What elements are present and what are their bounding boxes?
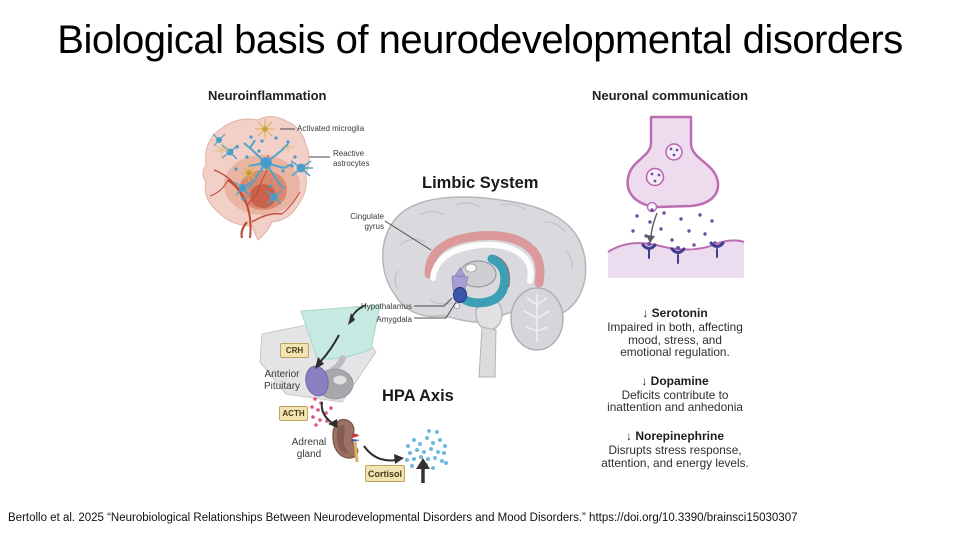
anterior-pituitary-label: Anterior Pituitary — [263, 369, 301, 392]
acth-dots — [310, 397, 333, 427]
anterior-pituitary-lobe — [305, 365, 329, 397]
hippocampus — [456, 254, 510, 308]
dopamine-block: ↓ Dopamine Deficits contribute to inatte… — [583, 373, 767, 415]
limbic-system-heading: Limbic System — [422, 174, 539, 192]
cingulate-gyrus-band — [424, 231, 545, 288]
adrenal-gland-illustration — [332, 418, 360, 463]
hpa-axis-heading: HPA Axis — [382, 387, 454, 405]
corpus-callosum — [430, 241, 534, 284]
hpa-flow-arrows — [315, 304, 404, 464]
synapse-illustration — [607, 115, 745, 278]
adrenal-gland-label: Adrenal gland — [291, 437, 327, 460]
acth-tag: ACTH — [279, 406, 308, 421]
mammillary-body — [453, 302, 461, 310]
brainstem — [478, 326, 497, 378]
synaptic-vesicles — [645, 143, 683, 187]
serotonin-heading: ↓ Serotonin — [642, 306, 708, 320]
reactive-astrocytes-label: Reactive astrocytes — [333, 149, 370, 168]
cerebellum-branches — [523, 294, 551, 342]
cortisol-tag: Cortisol — [365, 465, 405, 482]
pituitary-highlight — [333, 375, 347, 385]
amygdala-structure — [452, 286, 468, 304]
citation: Bertollo et al. 2025 “Neurobiological Re… — [8, 512, 798, 524]
postsynaptic-membrane — [608, 240, 744, 278]
receptors — [641, 241, 725, 264]
activated-microglia-cells — [215, 119, 294, 182]
cortisol-up-arrow — [416, 458, 430, 483]
cingulate-gyrus-label: Cingulate gyrus — [350, 212, 384, 231]
serotonin-description: Impaired in both, affecting mood, stress… — [607, 320, 743, 360]
crh-tag: CRH — [280, 343, 309, 358]
thalamus-highlight — [465, 263, 477, 273]
norepinephrine-description: Disrupts stress response, attention, and… — [601, 442, 749, 470]
norepinephrine-block: ↓ Norepinephrine Disrupts stress respons… — [583, 428, 767, 470]
serotonin-block: ↓ Serotonin Impaired in both, affecting … — [583, 307, 767, 359]
renal-artery — [352, 433, 359, 438]
dopamine-heading: ↓ Dopamine — [641, 373, 709, 388]
hpa-axis-illustration — [259, 304, 448, 483]
label-leader-lines — [280, 128, 457, 319]
hypothalamus-label: Hypothalamus — [360, 302, 412, 311]
presynaptic-terminal — [626, 115, 720, 209]
gyri-lines — [394, 202, 574, 305]
neuroinflammation-brain-illustration — [202, 116, 313, 241]
blood-vessels — [209, 154, 301, 239]
dopamine-description: Deficits contribute to inattention and a… — [607, 387, 743, 415]
release-arrow — [646, 212, 658, 243]
postsynaptic-membrane-edge — [607, 239, 745, 253]
activated-microglia-label: Activated microglia — [297, 124, 365, 133]
slide-title: Biological basis of neurodevelopmental d… — [57, 18, 903, 62]
neurotransmitter-list: ↓ Serotonin Impaired in both, affecting … — [583, 307, 767, 469]
neuroinflammation-heading: Neuroinflammation — [208, 88, 327, 103]
ureter — [353, 440, 359, 463]
amygdala-label: Amygdala — [376, 315, 412, 324]
limbic-brain-illustration — [381, 196, 587, 378]
hypothalamus-region — [451, 267, 469, 295]
cortisol-dots — [405, 429, 448, 470]
norepinephrine-heading: ↓ Norepinephrine — [625, 428, 724, 443]
neuronal-communication-heading: Neuronal communication — [592, 88, 749, 103]
inflammation-dots — [234, 135, 297, 201]
